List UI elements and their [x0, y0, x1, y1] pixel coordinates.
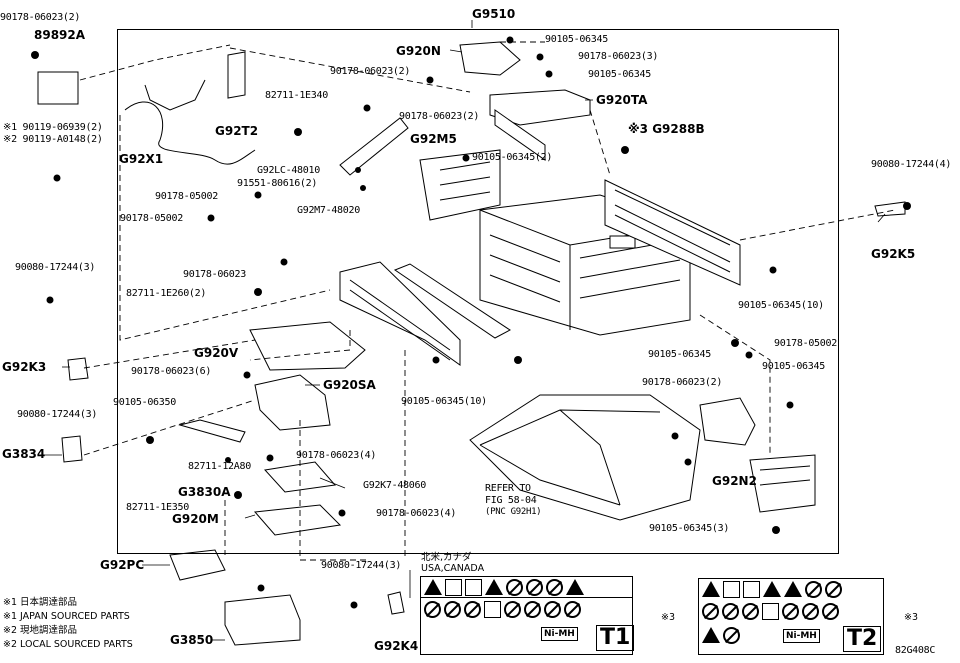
part-label[interactable]: G92K3: [2, 360, 47, 374]
part-label[interactable]: 90080-17244(3): [17, 409, 98, 420]
part-label[interactable]: ※3 G9288B: [628, 122, 705, 136]
part-label[interactable]: 90178-06023: [183, 269, 246, 280]
part-label[interactable]: G920TA: [596, 93, 648, 107]
warning-label-t2: Ni-MH T2: [698, 578, 884, 655]
warning-icons-row1: [424, 579, 584, 596]
part-label[interactable]: G3830A: [178, 485, 231, 499]
part-label[interactable]: 90080-17244(4): [871, 159, 952, 170]
refer-line: (PNC G92H1): [485, 507, 542, 517]
part-label[interactable]: 82711-12A80: [188, 461, 251, 472]
warning-label-t1: Ni-MH T1: [420, 576, 635, 655]
part-label[interactable]: 90178-06023(2): [0, 12, 81, 23]
part-label[interactable]: G92PC: [100, 558, 145, 572]
part-label[interactable]: 90105-06345: [762, 361, 825, 372]
part-label[interactable]: ※1 90119-06939(2): [3, 122, 103, 133]
nimh-badge: Ni-MH: [541, 627, 578, 641]
part-label[interactable]: 90105-06345(10): [738, 300, 824, 311]
part-label[interactable]: 82711-1E350: [126, 502, 189, 513]
part-label[interactable]: G92N2: [712, 474, 757, 488]
part-label[interactable]: 90178-06023(2): [330, 66, 411, 77]
part-label[interactable]: 90105-06345: [648, 349, 711, 360]
figure-code: 82G408C: [895, 645, 936, 656]
part-label[interactable]: 90080-17244(3): [321, 560, 402, 571]
footnote: ※2 現地調達部品: [3, 625, 78, 636]
part-label[interactable]: 90178-06023(6): [131, 366, 212, 377]
part-label[interactable]: 82711-1E260(2): [126, 288, 207, 299]
part-label[interactable]: 82711-1E340: [265, 90, 328, 101]
refer-line: REFER TO: [485, 483, 531, 494]
note-mark: ※3: [904, 612, 919, 623]
warning-icons-row3: [702, 627, 740, 644]
part-label[interactable]: 90178-05002: [155, 191, 218, 202]
part-label[interactable]: 90178-06023(4): [376, 508, 457, 519]
part-label[interactable]: G920M: [172, 512, 219, 526]
part-label[interactable]: G920V: [194, 346, 239, 360]
part-label[interactable]: 90178-05002: [774, 338, 837, 349]
part-label[interactable]: 90105-06345: [545, 34, 608, 45]
part-label[interactable]: G92K7-48060: [363, 480, 426, 491]
part-label[interactable]: 90178-05002: [120, 213, 183, 224]
refer-line: FIG 58-04: [485, 495, 537, 506]
label-code-t2: T2: [843, 626, 882, 652]
part-label[interactable]: G92LC-48010: [257, 165, 320, 176]
part-label[interactable]: 90105-06345(2): [472, 152, 553, 163]
warning-icons-row2: [702, 603, 839, 620]
part-label[interactable]: 90080-17244(3): [15, 262, 96, 273]
warning-icons-row2: [424, 601, 581, 618]
assembly-frame: [117, 29, 839, 554]
part-label[interactable]: G92M5: [410, 132, 457, 146]
footnote: ※1 JAPAN SOURCED PARTS: [3, 611, 130, 622]
part-label[interactable]: 90178-06023(2): [399, 111, 480, 122]
nimh-badge: Ni-MH: [783, 629, 820, 643]
footnote: ※2 LOCAL SOURCED PARTS: [3, 639, 133, 650]
part-label[interactable]: G92K5: [871, 247, 916, 261]
warning-icons-row1: [702, 581, 842, 598]
footnote: ※1 日本調達部品: [3, 597, 78, 608]
part-label[interactable]: G3850: [170, 633, 214, 647]
note-mark: ※3: [661, 612, 676, 623]
region-jp: 北米,カナダ: [421, 552, 472, 563]
part-label[interactable]: G92T2: [215, 124, 259, 138]
part-label[interactable]: 90178-06023(4): [296, 450, 377, 461]
part-label[interactable]: 91551-80616(2): [237, 178, 318, 189]
part-label[interactable]: 90178-06023(2): [642, 377, 723, 388]
part-label[interactable]: G92X1: [119, 152, 164, 166]
part-label[interactable]: 90105-06345(3): [649, 523, 730, 534]
assembly-label[interactable]: G9510: [472, 7, 516, 21]
part-label[interactable]: 89892A: [34, 28, 86, 42]
part-label[interactable]: 90105-06345: [588, 69, 651, 80]
part-label[interactable]: 90105-06345(10): [401, 396, 487, 407]
part-label[interactable]: G3834: [2, 447, 46, 461]
part-label[interactable]: G920SA: [323, 378, 376, 392]
region-en: USA,CANADA: [421, 563, 485, 574]
label-code-t1: T1: [596, 625, 635, 651]
part-label[interactable]: G920N: [396, 44, 441, 58]
part-label[interactable]: G92K4: [374, 639, 419, 653]
part-label[interactable]: G92M7-48020: [297, 205, 360, 216]
part-label[interactable]: ※2 90119-A0148(2): [3, 134, 103, 145]
part-label[interactable]: 90105-06350: [113, 397, 176, 408]
part-label[interactable]: 90178-06023(3): [578, 51, 659, 62]
